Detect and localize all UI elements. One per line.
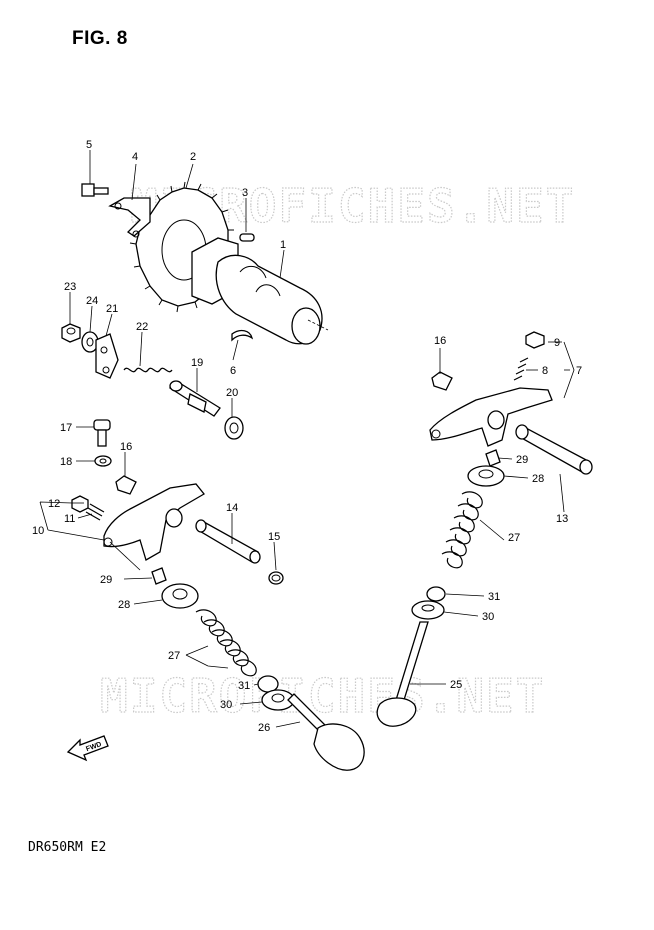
- callout-29-left: 29: [100, 574, 112, 586]
- callout-16-left: 16: [120, 441, 132, 453]
- callout-11: 11: [64, 513, 75, 525]
- callout-20: 20: [226, 387, 238, 399]
- clip-16-right-drawing: [431, 371, 453, 391]
- o-ring-15-drawing: [268, 571, 284, 585]
- decomp-shaft-drawing: [168, 380, 221, 417]
- nut-23-drawing: [61, 323, 81, 343]
- callout-23: 23: [64, 281, 76, 293]
- spring-22-drawing: [123, 367, 173, 373]
- valve-spring-right-drawing: [441, 491, 483, 569]
- callout-31-right: 31: [488, 591, 500, 603]
- callout-5: 5: [86, 139, 92, 151]
- retainer-28-right-drawing: [467, 465, 505, 487]
- callout-30-right: 30: [482, 611, 494, 623]
- callout-2: 2: [190, 151, 196, 163]
- callout-21: 21: [106, 303, 118, 315]
- fwd-arrow: FWD: [66, 735, 109, 762]
- callout-31-left: 31: [238, 680, 250, 692]
- callout-19: 19: [191, 357, 203, 369]
- callout-26: 26: [258, 722, 270, 734]
- stem-seal-31-right-drawing: [426, 586, 446, 602]
- oil-seal-drawing: [224, 416, 244, 440]
- rocker-arm-exhaust-drawing: [103, 483, 205, 561]
- callout-28-right: 28: [532, 473, 544, 485]
- adjuster-11-drawing: [85, 503, 105, 521]
- callout-30-left: 30: [220, 699, 232, 711]
- callout-22: 22: [136, 321, 148, 333]
- callout-9: 9: [554, 337, 560, 349]
- rocker-shaft-14-drawing: [195, 519, 261, 564]
- callout-10: 10: [32, 525, 44, 537]
- cotter-29-left-drawing: [151, 567, 167, 585]
- valve-spring-left-drawing: [195, 609, 257, 677]
- pin-3-drawing: [239, 233, 255, 242]
- clip-16-left-drawing: [115, 475, 137, 495]
- valve-intake-drawing: [376, 621, 429, 727]
- valve-exhaust-drawing: [287, 693, 365, 771]
- watermark-bottom: MICROFICHES.NET: [100, 669, 545, 723]
- callout-15: 15: [268, 531, 280, 543]
- nut-9-drawing: [525, 331, 545, 349]
- callout-1: 1: [280, 239, 286, 251]
- callout-13: 13: [556, 513, 568, 525]
- callout-16-right: 16: [434, 335, 446, 347]
- rocker-arm-intake-drawing: [429, 387, 553, 447]
- lock-plate-drawing: [108, 197, 151, 238]
- callout-14: 14: [226, 502, 238, 514]
- callout-6: 6: [230, 365, 236, 377]
- callout-18: 18: [60, 456, 72, 468]
- nut-12-drawing: [71, 495, 89, 513]
- adjuster-8-drawing: [513, 357, 529, 381]
- cotter-29-right-drawing: [485, 449, 501, 467]
- callout-27-right: 27: [508, 532, 520, 544]
- callout-28-left: 28: [118, 599, 130, 611]
- callout-25: 25: [450, 679, 462, 691]
- callout-7: 7: [576, 365, 582, 377]
- callout-8: 8: [542, 365, 548, 377]
- circlip-drawing: [231, 329, 254, 342]
- callout-17: 17: [60, 422, 72, 434]
- lever-21-drawing: [95, 333, 119, 379]
- camshaft-drawing: [191, 237, 329, 345]
- leader-lines: [39, 150, 575, 728]
- bolt-5-drawing: [81, 183, 109, 197]
- washer-18-drawing: [94, 455, 112, 467]
- spring-seat-30-right-drawing: [411, 600, 445, 620]
- callout-24: 24: [86, 295, 98, 307]
- callout-3: 3: [242, 187, 248, 199]
- callout-12: 12: [48, 498, 60, 510]
- retainer-28-left-drawing: [161, 583, 199, 609]
- model-code: DR650RM E2: [28, 840, 107, 855]
- callout-4: 4: [132, 151, 138, 163]
- callout-29-right: 29: [516, 454, 528, 466]
- rocker-shaft-13-drawing: [515, 424, 593, 475]
- bolt-17-drawing: [93, 419, 111, 447]
- figure-title: FIG. 8: [72, 28, 128, 49]
- callout-27-left: 27: [168, 650, 180, 662]
- callouts: 5 4 2 3 1 6 23 24 21 22 19 20 17 18 16 1…: [32, 139, 582, 734]
